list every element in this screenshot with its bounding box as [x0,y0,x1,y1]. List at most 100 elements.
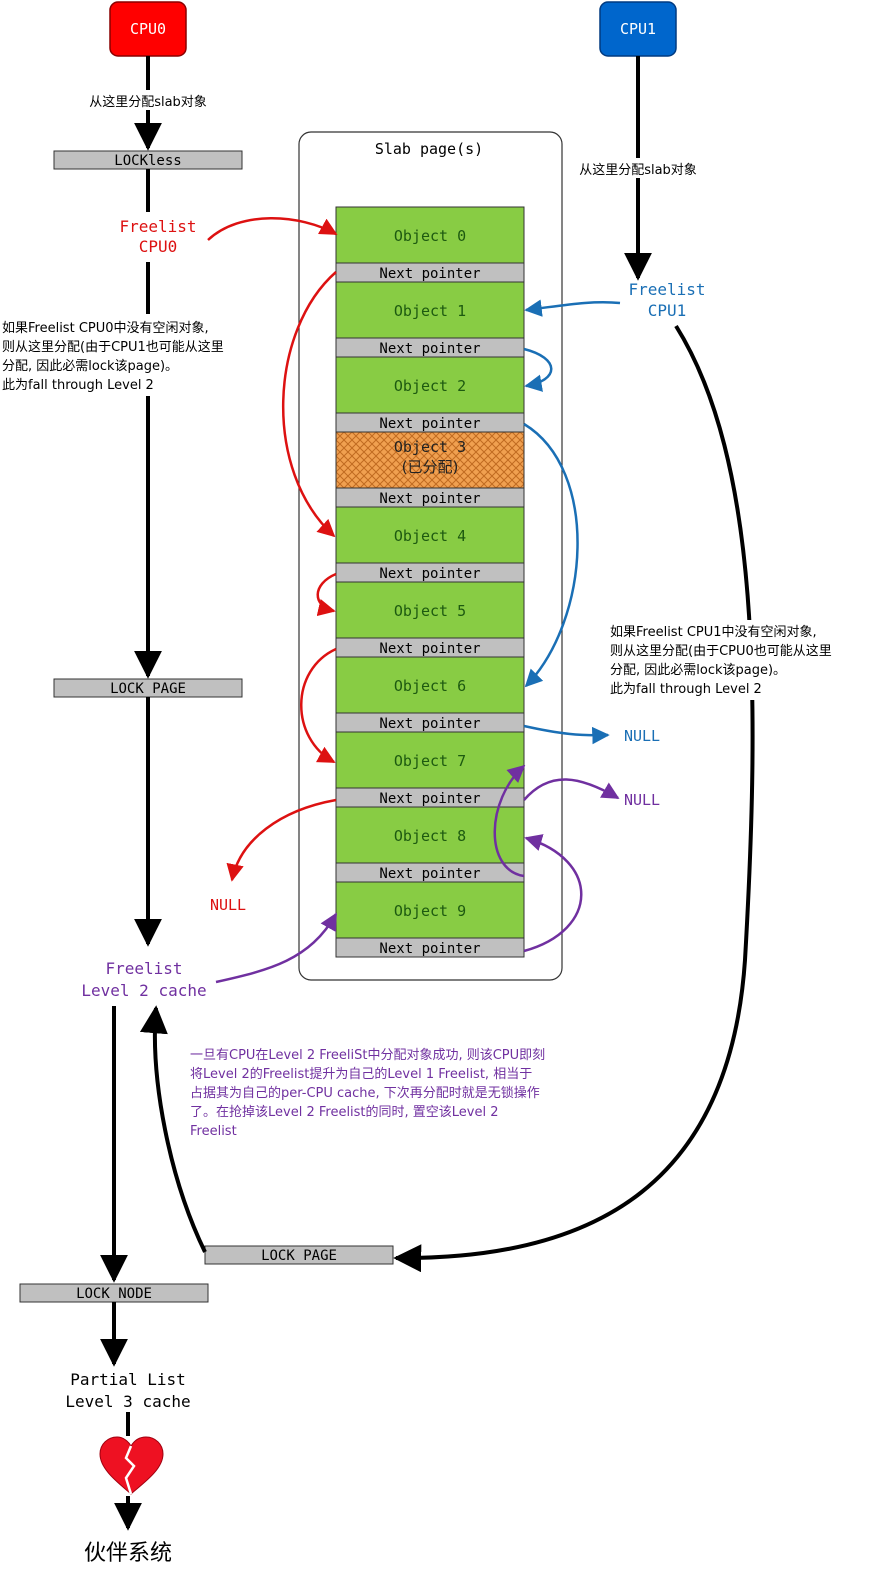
next-pointer-2-label: Next pointer [379,416,480,432]
cpu1-fallthrough-note-4: 此为fall through Level 2 [610,682,762,697]
slab-object-5-label-0: Object 5 [394,602,466,620]
slab-object-7-label-0: Object 7 [394,752,466,770]
slab-object-3-label-0: Object 3 [394,438,466,456]
freelist-cpu0-line1: Freelist [119,217,196,236]
slab-object-3-label-1: (已分配) [402,458,459,476]
next-pointer-3: Next pointer [335,487,525,508]
object9-to-object8-arrow [523,834,583,953]
object6-to-null-arrow [523,724,610,745]
object7-to-null-arrow [226,798,337,882]
null-purple-label: NULL [624,791,660,809]
cpu0-fallthrough-note-1: 如果Freelist CPU0中没有空闲对象, [2,320,209,336]
slab-object-9: Object 9 [335,881,525,939]
slab-object-6-label-0: Object 6 [394,677,466,695]
lock-node-label: LOCK NODE [76,1286,152,1302]
lockless-label: LOCKless [114,153,181,169]
next-pointer-4: Next pointer [335,562,525,583]
next-pointer-0: Next pointer [335,262,525,283]
next-pointer-5-label: Next pointer [379,641,480,657]
freelist-cpu0-line2: CPU0 [139,237,178,256]
cpu1-label: CPU1 [620,20,656,38]
cpu1-fallthrough-note-3: 分配, 因此必需lock该page)。 [610,663,786,678]
next-pointer-6: Next pointer [335,712,525,733]
cpu1-fallthrough-note-2: 则从这里分配(由于CPU0也可能从这里 [610,643,832,659]
partial-list-line2: Level 3 cache [65,1392,190,1411]
slab-object-0-label-0: Object 0 [394,227,466,245]
partial-list-line1: Partial List [70,1370,186,1389]
slab-object-1-label-0: Object 1 [394,302,466,320]
next-pointer-2: Next pointer [335,412,525,433]
next-pointer-6-label: Next pointer [379,716,480,732]
slab-object-4: Object 4 [335,506,525,564]
broken-heart-icon [99,1436,164,1495]
freelist-cpu1-line1: Freelist [628,280,705,299]
cpu0-fallthrough-note-3: 分配, 因此必需lock该page)。 [2,359,178,374]
next-pointer-3-label: Next pointer [379,491,480,507]
freelist-cpu1-line2: CPU1 [648,301,687,320]
object4-to-object5-arrow [316,572,337,617]
next-pointer-1: Next pointer [335,337,525,358]
level2-note-1: 一旦有CPU在Level 2 FreeliSt中分配对象成功, 则该CPU即刻 [190,1048,545,1063]
level2-note-4: 了。在抢掉该Level 2 Freelist的同时, 置空该Level 2 [190,1104,499,1120]
object1-to-object2-arrow [523,347,553,392]
cpu1-fallthrough-note-1: 如果Freelist CPU1中没有空闲对象, [610,624,817,640]
slab-object-8-label-0: Object 8 [394,827,466,845]
slab-object-0: Object 0 [335,206,525,264]
slab-object-6: Object 6 [335,656,525,714]
level2-note-3: 占据其为自己的per-CPU cache, 下次再分配时就是无锁操作 [190,1085,540,1101]
next-pointer-8: Next pointer [335,862,525,883]
object8-to-object7-arrow [493,764,526,878]
null-blue-label: NULL [624,727,660,745]
lockpage-bottom-to-level2-arrow [139,1005,207,1253]
cpu0-fallthrough-note-2: 则从这里分配(由于CPU1也可能从这里 [2,339,224,355]
next-pointer-1-label: Next pointer [379,341,480,357]
freelist-cpu0-to-object0-arrow [207,217,338,241]
slab-object-5: Object 5 [335,581,525,639]
lock-node-bar: LOCK NODE [19,1283,209,1303]
slab-object-2-label-0: Object 2 [394,377,466,395]
next-pointer-8-label: Next pointer [379,866,480,882]
lock-page-bottom-bar: LOCK PAGE [204,1245,394,1265]
slab-page-container [298,131,563,981]
level2-note-2: 将Level 2的Freelist提升为自己的Level 1 Freelist,… [190,1066,532,1082]
slab-object-9-label-0: Object 9 [394,902,466,920]
cpu1-box: CPU1 [599,1,677,57]
cpu0-label: CPU0 [130,20,166,38]
level2-to-object9-arrow [215,912,338,984]
object2-to-object6-arrow [523,422,579,688]
object7-to-null-purple-arrow [523,778,620,801]
buddy-system-label: 伙伴系统 [84,1541,172,1566]
next-pointer-9-label: Next pointer [379,941,480,957]
null-red-label: NULL [210,896,246,914]
freelist-level2-line2: Level 2 cache [81,981,206,1000]
lockless-bar: LOCKless [53,150,243,170]
slab-object-1: Object 1 [335,281,525,339]
object0-to-object4-arrow [281,271,337,538]
freelist-level2-line1: Freelist [105,959,182,978]
object5-to-object7-arrow [300,647,337,764]
lock-page-left-bar: LOCK PAGE [53,678,243,698]
next-pointer-4-label: Next pointer [379,566,480,582]
slab-page-title: Slab page(s) [375,140,483,158]
cpu0-fallthrough-note-4: 此为fall through Level 2 [2,378,154,393]
next-pointer-5: Next pointer [335,637,525,658]
freelist-cpu1-to-lockpage-arrow [393,324,755,1273]
next-pointer-0-label: Next pointer [379,266,480,282]
slab-object-7: Object 7 [335,731,525,789]
slab-object-2: Object 2 [335,356,525,414]
cpu0-alloc-note: 从这里分配slab对象 [89,94,207,110]
slab-object-3: Object 3 (已分配) [335,431,525,489]
cpu0-box: CPU0 [109,1,187,57]
lock-page-bottom-label: LOCK PAGE [261,1248,337,1264]
next-pointer-7: Next pointer [335,787,525,808]
freelist-cpu1-to-object1-arrow [524,299,621,317]
level2-note-5: Freelist [190,1124,237,1139]
slab-object-4-label-0: Object 4 [394,527,466,545]
cpu1-alloc-note: 从这里分配slab对象 [579,162,697,178]
lock-page-left-label: LOCK PAGE [110,681,186,697]
next-pointer-7-label: Next pointer [379,791,480,807]
next-pointer-9: Next pointer [335,937,525,958]
slab-object-8: Object 8 [335,806,525,864]
